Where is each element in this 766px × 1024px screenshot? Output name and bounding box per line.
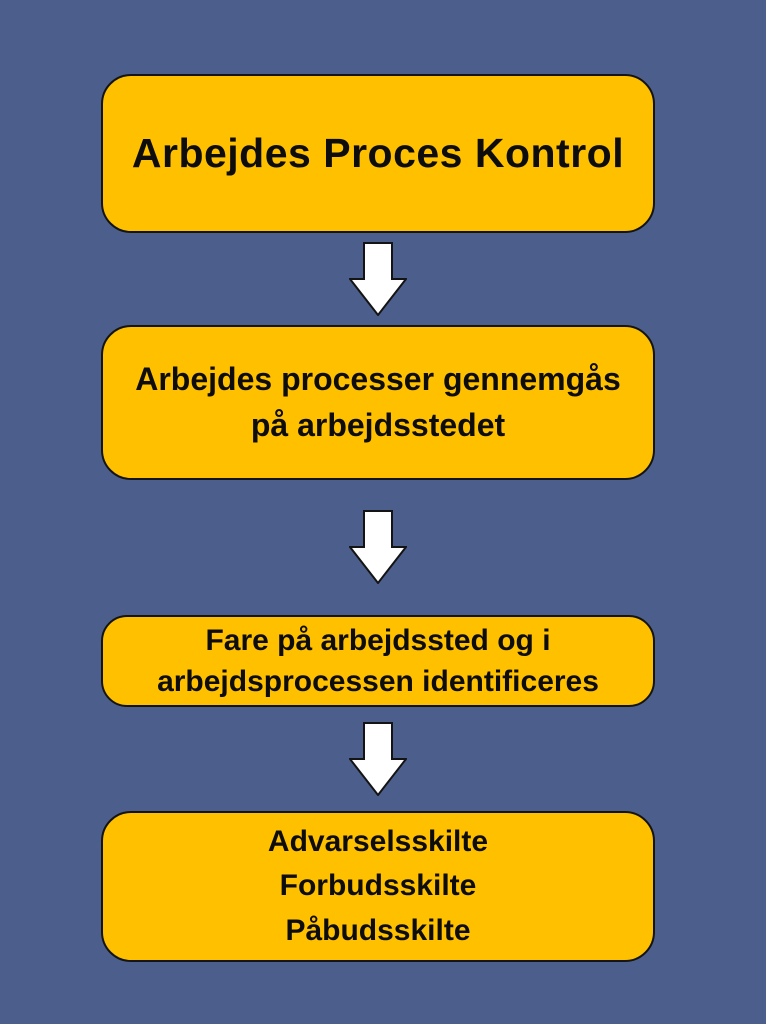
node-step-3-line: Forbudsskilte xyxy=(279,869,477,903)
node-step-2-line: Fare på arbejdssted og i xyxy=(205,623,551,657)
flowchart-node-step-3: Advarselsskilte Forbudsskilte Påbudsskil… xyxy=(101,811,655,962)
node-title-line: Arbejdes Proces Kontrol xyxy=(131,130,625,177)
node-step-3-line: Advarselsskilte xyxy=(267,824,489,858)
flowchart-node-step-2: Fare på arbejdssted og i arbejdsprocesse… xyxy=(101,615,655,707)
down-arrow-icon xyxy=(349,510,407,584)
flowchart-node-title: Arbejdes Proces Kontrol xyxy=(101,74,655,233)
node-step-2-line: arbejdsprocessen identificeres xyxy=(157,665,599,698)
flowchart-node-step-1: Arbejdes processer gennemgås på arbejdss… xyxy=(101,325,655,480)
node-step-3-line: Påbudsskilte xyxy=(285,913,471,947)
down-arrow-icon xyxy=(349,242,407,316)
down-arrow-icon xyxy=(349,722,407,796)
node-step-1-line: Arbejdes processer gennemgås xyxy=(135,361,621,398)
node-step-1-line: på arbejdsstedet xyxy=(250,406,506,443)
